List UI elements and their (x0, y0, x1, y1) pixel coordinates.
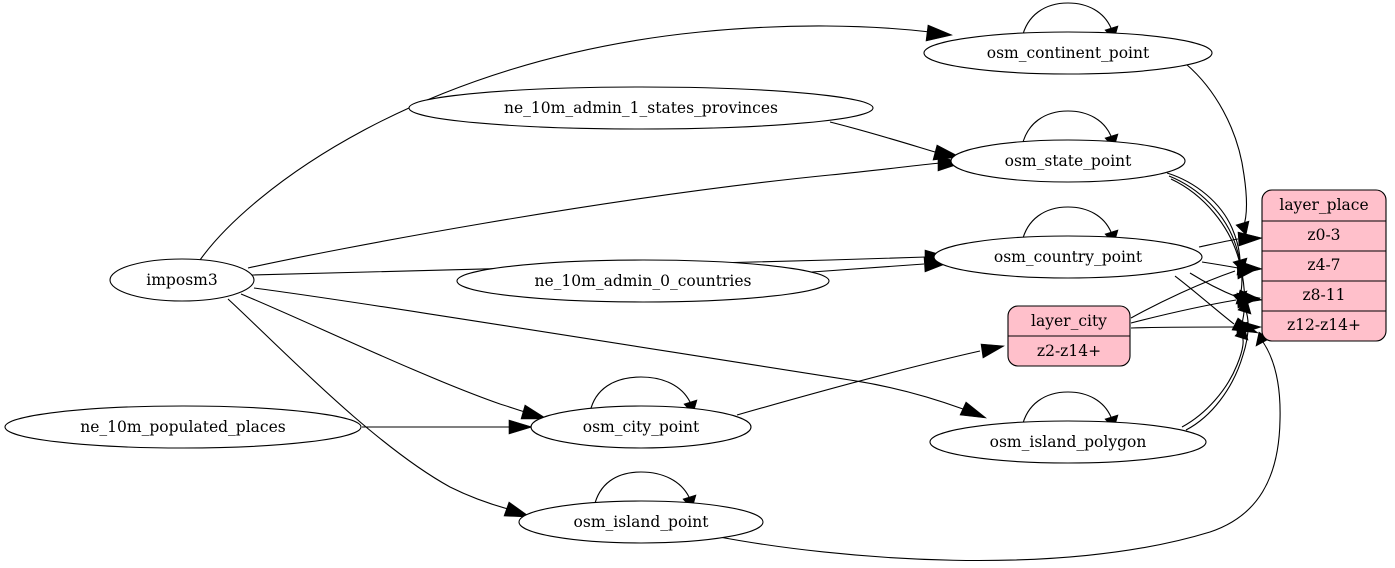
record-row-layer_place-z12-z14[interactable]: z12-z14+ (1287, 316, 1361, 334)
record-node-layer_city[interactable]: layer_city z2-z14+ (1007, 305, 1131, 367)
node-label-osm_island_point: osm_island_point (574, 513, 710, 531)
node-label-ne_10m_admin_1_states_provinces: ne_10m_admin_1_states_provinces (504, 99, 778, 117)
edge-osm_country_point-to-layer_place-z0-3 (1198, 231, 1264, 248)
nodes-layer: osm_continent_point ne_10m_admin_1_state… (4, 31, 1387, 544)
edges-layer (199, 2, 1281, 562)
node-ne_10m_populated_places[interactable]: ne_10m_populated_places (4, 405, 362, 449)
edge-osm_island_polygon-to-layer_place-z12-z14 (1181, 325, 1249, 428)
edge-osm_city_point-to-layer_city-z2-z14 (736, 343, 1005, 416)
node-osm_country_point[interactable]: osm_country_point (933, 235, 1203, 279)
edge-osm_continent_point-to-layer_place-z0-3 (1185, 63, 1250, 236)
node-label-imposm3: imposm3 (146, 271, 217, 289)
node-ne_10m_admin_1_states_provinces[interactable]: ne_10m_admin_1_states_provinces (408, 86, 874, 130)
edge-imposm3-to-osm_state_point (247, 155, 964, 269)
node-imposm3[interactable]: imposm3 (109, 258, 255, 302)
edge-ne_10m_populated_places-to-osm_city_point (362, 419, 534, 435)
edge-ne_10m_admin_1_states_provinces-to-osm_state_point (829, 121, 962, 161)
node-label-ne_10m_admin_0_countries: ne_10m_admin_0_countries (535, 272, 752, 290)
node-osm_state_point[interactable]: osm_state_point (950, 139, 1186, 183)
node-osm_continent_point[interactable]: osm_continent_point (923, 31, 1213, 75)
edge-imposm3-to-osm_city_point (240, 293, 549, 420)
record-node-layer_place[interactable]: layer_place z0-3 z4-7 z8-11 z12-z14+ (1261, 189, 1387, 342)
record-row-layer_city-header: layer_city (1031, 312, 1107, 330)
node-label-osm_city_point: osm_city_point (583, 418, 700, 436)
record-row-layer_place-header: layer_place (1279, 196, 1368, 214)
record-row-layer_place-z0-3[interactable]: z0-3 (1307, 226, 1340, 244)
edge-layer_city-to-layer_place-z4-7 (1130, 263, 1260, 319)
record-row-layer_city-z2-z14[interactable]: z2-z14+ (1037, 342, 1101, 360)
edge-imposm3-to-osm_continent_point (199, 24, 953, 261)
node-label-osm_continent_point: osm_continent_point (987, 44, 1150, 62)
node-label-osm_country_point: osm_country_point (994, 248, 1143, 266)
edge-layer_city-to-layer_place-z8-11 (1130, 292, 1261, 324)
node-label-osm_island_polygon: osm_island_polygon (990, 433, 1147, 451)
node-osm_island_polygon[interactable]: osm_island_polygon (929, 420, 1207, 464)
edge-imposm3-to-osm_island_polygon (253, 287, 988, 419)
edge-imposm3-to-osm_island_point (227, 298, 531, 518)
node-ne_10m_admin_0_countries[interactable]: ne_10m_admin_0_countries (456, 259, 830, 303)
node-label-ne_10m_populated_places: ne_10m_populated_places (80, 418, 285, 436)
node-label-osm_state_point: osm_state_point (1005, 152, 1133, 170)
edge-ne_10m_admin_0_countries-to-osm_country_point (811, 256, 949, 273)
edge-osm_island_polygon-to-layer_place-z8-11 (1185, 299, 1252, 431)
node-osm_island_point[interactable]: osm_island_point (518, 500, 764, 544)
node-osm_city_point[interactable]: osm_city_point (530, 405, 752, 449)
record-row-layer_place-z4-7[interactable]: z4-7 (1307, 256, 1340, 274)
record-row-layer_place-z8-11[interactable]: z8-11 (1303, 286, 1346, 304)
